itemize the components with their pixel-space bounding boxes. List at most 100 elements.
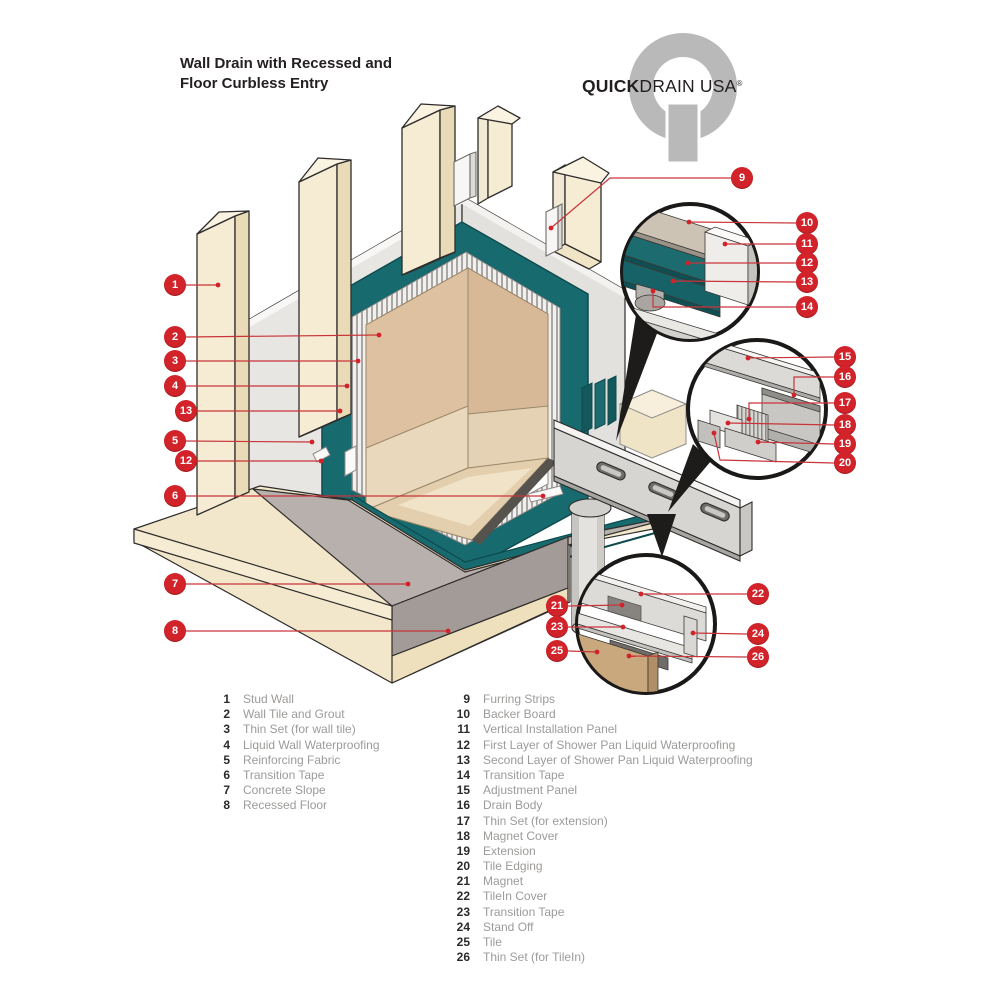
leader-dot-13 bbox=[337, 408, 343, 414]
legend-number: 2 bbox=[223, 707, 230, 722]
legend-label: Thin Set (for TileIn) bbox=[483, 950, 586, 965]
leader-line-20 bbox=[713, 432, 835, 464]
detail-circle-pointers bbox=[616, 302, 711, 557]
legend-number: 1 bbox=[223, 692, 230, 706]
legend-number: 8 bbox=[223, 798, 230, 813]
legend-item-26: 26 Thin Set (for TileIn) bbox=[440, 950, 753, 965]
callout-badge-10: 10 bbox=[796, 212, 818, 234]
leader-dot-6 bbox=[540, 493, 546, 499]
callout-badge-18: 18 bbox=[834, 414, 856, 436]
recessed-floor-slab bbox=[133, 485, 701, 684]
legend-label: Transition Tape bbox=[243, 767, 325, 782]
wall-tile-niche bbox=[364, 267, 557, 545]
legend-label: Wall Tile and Grout bbox=[243, 707, 345, 722]
title-line-1: Wall Drain with Recessed and bbox=[180, 55, 392, 72]
legend-number: 17 bbox=[456, 813, 470, 828]
callout-badge-12: 12 bbox=[175, 450, 197, 472]
logo-trademark: ® bbox=[736, 79, 743, 88]
quickdrain-logo-wordmark: QUICKDRAIN USA® bbox=[582, 76, 792, 97]
leader-dot-20 bbox=[711, 430, 717, 436]
leader-dot-24 bbox=[690, 630, 696, 636]
legend-label: Transition Tape bbox=[483, 904, 565, 919]
callout-badge-4: 4 bbox=[164, 375, 186, 397]
leader-line-16 bbox=[793, 376, 834, 395]
leader-line-15 bbox=[747, 356, 835, 359]
leader-dot-17 bbox=[746, 416, 752, 422]
legend-label: Concrete Slope bbox=[243, 783, 326, 798]
leader-dot-4 bbox=[344, 383, 350, 389]
leader-dot-19 bbox=[755, 439, 761, 445]
leader-dot-13 bbox=[670, 278, 676, 284]
legend-number: 21 bbox=[456, 874, 470, 889]
callout-badge-24: 24 bbox=[747, 623, 769, 645]
callout-badge-12: 12 bbox=[796, 252, 818, 274]
quickdrain-logo-mark bbox=[629, 33, 738, 165]
detail-circle-drain-body bbox=[686, 338, 828, 480]
legend-number: 3 bbox=[223, 722, 230, 737]
legend-number: 24 bbox=[456, 919, 470, 934]
right-wall-drain-junction bbox=[581, 375, 688, 459]
legend-item-7: 7 Concrete Slope bbox=[200, 783, 380, 798]
leader-dot-7 bbox=[405, 581, 411, 587]
callout-badge-3: 3 bbox=[164, 350, 186, 372]
legend-label: Tile Edging bbox=[483, 859, 543, 874]
leader-line-21 bbox=[567, 604, 623, 607]
legend-label: TileIn Cover bbox=[483, 889, 548, 904]
legend-number: 23 bbox=[456, 904, 470, 919]
logo-usa-text: USA bbox=[699, 76, 737, 96]
leader-line-5 bbox=[185, 440, 313, 443]
leader-line-25 bbox=[567, 650, 598, 653]
callout-badge-13: 13 bbox=[796, 271, 818, 293]
legend-label: Vertical Installation Panel bbox=[483, 722, 618, 737]
legend-item-23: 23 Transition Tape bbox=[440, 905, 753, 920]
leader-line-18 bbox=[727, 422, 835, 426]
callout-badge-17: 17 bbox=[834, 392, 856, 414]
legend-number: 12 bbox=[456, 737, 470, 752]
callout-badge-9: 9 bbox=[731, 167, 753, 189]
legend-label: Stud Wall bbox=[243, 692, 294, 706]
legend-label: Second Layer of Shower Pan Liquid Waterp… bbox=[483, 752, 753, 767]
leader-line-10 bbox=[688, 221, 797, 224]
leader-dot-23 bbox=[620, 624, 626, 630]
leader-dot-5 bbox=[309, 439, 315, 445]
legend-label: First Layer of Shower Pan Liquid Waterpr… bbox=[483, 737, 736, 752]
leader-line-2 bbox=[185, 334, 380, 338]
legend-number: 26 bbox=[456, 950, 470, 965]
legend-label: Transition Tape bbox=[483, 767, 565, 782]
callout-badge-14: 14 bbox=[796, 296, 818, 318]
leader-dot-22 bbox=[638, 591, 644, 597]
leader-dot-2 bbox=[376, 332, 382, 338]
leader-dot-1 bbox=[215, 282, 221, 288]
callout-badge-25: 25 bbox=[546, 640, 568, 662]
title-line-2: Floor Curbless Entry bbox=[180, 75, 329, 92]
legend-label: Drain Body bbox=[483, 798, 543, 813]
legend-item-18: 18 Magnet Cover bbox=[440, 829, 753, 844]
legend-number: 7 bbox=[223, 783, 230, 798]
legend-item-1: 1 Stud Wall bbox=[200, 692, 380, 707]
leader-dot-3 bbox=[355, 358, 361, 364]
leader-dot-12 bbox=[318, 458, 324, 464]
callout-badge-26: 26 bbox=[747, 646, 769, 668]
legend-number: 18 bbox=[456, 828, 470, 843]
callout-badge-1: 1 bbox=[164, 274, 186, 296]
leader-dot-25 bbox=[594, 649, 600, 655]
legend-label: Backer Board bbox=[483, 707, 556, 722]
legend-label: Magnet Cover bbox=[483, 828, 559, 843]
callout-badge-22: 22 bbox=[747, 583, 769, 605]
